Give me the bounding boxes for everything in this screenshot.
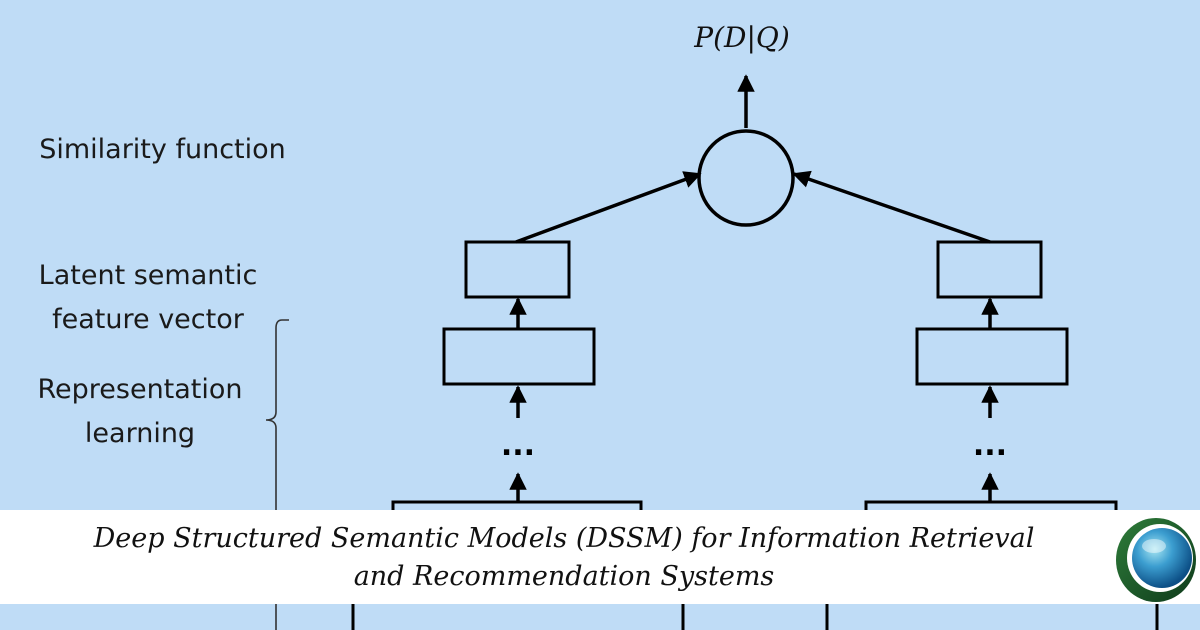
right-hidden-layer-box xyxy=(915,327,1069,386)
banner-title-line1: Deep Structured Semantic Models (DSSM) f… xyxy=(93,523,1035,554)
output-probability-label: P(D|Q) xyxy=(693,21,790,54)
right-to-similarity-arrow xyxy=(792,170,991,244)
similarity-node xyxy=(697,129,795,227)
latent-label-line1: Latent semantic xyxy=(38,260,258,291)
repr-label-line2: learning xyxy=(84,418,196,449)
banner-title-line2: and Recommendation Systems xyxy=(353,561,775,592)
similarity-label-text: Similarity function xyxy=(39,134,286,165)
left-hidden-layer-box xyxy=(442,327,596,386)
left-ellipsis: ... xyxy=(501,428,535,463)
globe-logo-icon xyxy=(1116,518,1196,602)
title-banner: Deep Structured Semantic Models (DSSM) f… xyxy=(0,510,1200,604)
left-semantic-vector-box xyxy=(464,240,571,299)
repr-label-line1: Representation xyxy=(37,374,243,405)
representation-bracket xyxy=(265,319,289,630)
similarity-function-label: Similarity function xyxy=(20,128,305,172)
latent-label-line2: feature vector xyxy=(52,304,244,335)
right-ellipsis: ... xyxy=(973,428,1007,463)
banner-title: Deep Structured Semantic Models (DSSM) f… xyxy=(0,520,1128,596)
latent-vector-label: Latent semantic feature vector xyxy=(0,254,296,342)
right-semantic-vector-box xyxy=(936,240,1043,299)
representation-learning-label: Representation learning xyxy=(0,368,280,456)
left-to-similarity-arrow xyxy=(515,171,702,244)
